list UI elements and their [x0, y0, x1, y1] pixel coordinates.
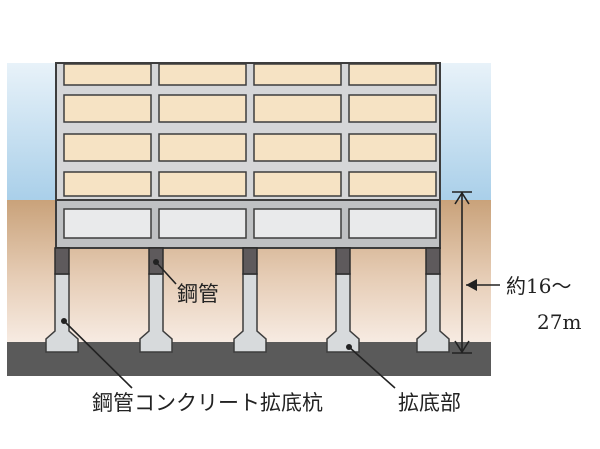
concrete-pile [416, 247, 450, 353]
leader-lines [63, 261, 396, 389]
concrete-pile [233, 247, 267, 353]
building-window [63, 171, 152, 197]
steel-pipe-section [242, 247, 258, 275]
pile-body-with-expanded-base [45, 273, 79, 353]
building-window [158, 171, 247, 197]
steel-pipe-section [54, 247, 70, 275]
building-window [348, 133, 437, 162]
steel-pipe-label: 鋼管 [177, 282, 219, 306]
building-window [253, 94, 342, 123]
steel-pipe-leader-dot [153, 259, 159, 265]
pile-body-with-expanded-base [416, 273, 450, 353]
depth-dimension [452, 191, 472, 354]
building-window [158, 133, 247, 162]
foundation-beam [55, 199, 441, 249]
building-window [253, 133, 342, 162]
pile-body-with-expanded-base [139, 273, 173, 353]
building-window [63, 94, 152, 123]
concrete-pile [326, 247, 360, 353]
building-windows [63, 63, 437, 197]
pile-name-leader [63, 320, 133, 389]
expanded-base-leader-dot [346, 344, 352, 350]
building-window [63, 63, 152, 86]
pile-body-with-expanded-base [233, 273, 267, 353]
building-window [63, 133, 152, 162]
building-window [158, 63, 247, 86]
depth-label-line1: 約16～ [506, 274, 571, 298]
building-window [158, 94, 247, 123]
depth-pointer-arrow [466, 279, 500, 291]
pile-name-leader-dot [61, 318, 67, 324]
pile-body-with-expanded-base [326, 273, 360, 353]
building-window [253, 63, 342, 86]
building-window [348, 63, 437, 86]
building [55, 62, 441, 201]
expanded-base-leader [348, 346, 396, 389]
pile-name-label: 鋼管コンクリート拡底杭 [92, 391, 323, 415]
building-window [253, 171, 342, 197]
steel-pipe-leader [155, 261, 177, 285]
expanded-base-label: 拡底部 [398, 391, 461, 415]
steel-pipe-section [425, 247, 441, 275]
steel-pipe-section [335, 247, 351, 275]
concrete-pile [45, 247, 79, 353]
building-window [348, 171, 437, 197]
building-window [348, 94, 437, 123]
depth-label-line2: 27m [537, 310, 581, 334]
piles [45, 247, 450, 353]
